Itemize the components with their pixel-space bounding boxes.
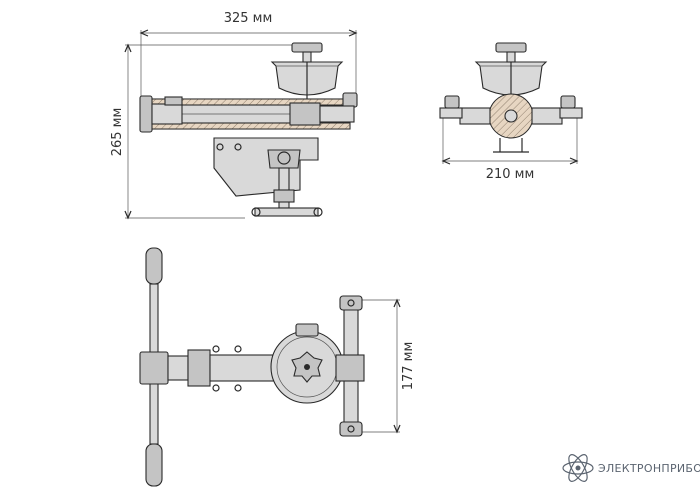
- dimension-width-front: 325 мм: [139, 11, 358, 105]
- dimension-width-side: 210 мм: [441, 118, 579, 182]
- side-top-handwheel: [495, 42, 527, 63]
- t-handle: [139, 247, 169, 487]
- side-body-section: [439, 93, 583, 153]
- brand-logo: ЭЛЕКТРОНПРИБОР: [562, 454, 700, 482]
- dimension-height-front: 265 мм: [110, 43, 310, 220]
- top-barrel: [167, 345, 281, 392]
- side-view: 210 мм: [439, 42, 583, 182]
- clamp-screw: [251, 167, 323, 217]
- oil-cup: [270, 61, 344, 108]
- top-view: 177 мм: [139, 247, 416, 487]
- atom-icon: [562, 454, 594, 482]
- mount-bracket: [213, 137, 319, 197]
- dim-label-325: 325 мм: [224, 11, 273, 26]
- top-connector-arm: [335, 295, 365, 437]
- dimension-height-top: 177 мм: [355, 298, 416, 434]
- left-handle: [139, 95, 183, 133]
- top-cup-disc: [270, 323, 344, 404]
- dim-label-210: 210 мм: [486, 167, 535, 182]
- right-connector: [319, 92, 358, 123]
- top-handwheel: [291, 42, 323, 63]
- front-view: 325 мм 265 мм: [110, 11, 358, 220]
- dim-label-177: 177 мм: [401, 342, 416, 391]
- logo-text: ЭЛЕКТРОНПРИБОР: [598, 462, 700, 475]
- dim-label-265: 265 мм: [110, 108, 125, 157]
